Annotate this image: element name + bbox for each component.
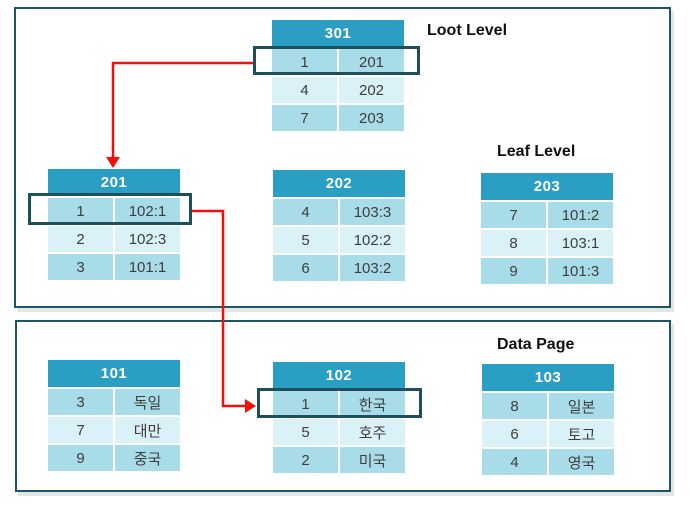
table-row: 4 202 bbox=[272, 75, 404, 103]
table-cell: 9 bbox=[509, 262, 518, 280]
table-cell: 102:3 bbox=[113, 226, 180, 252]
table-cell: 101:1 bbox=[113, 254, 180, 280]
table-row: 3 독일 bbox=[48, 387, 180, 415]
leaf-table-202: 202 4 103:3 5 102:2 6 103:2 bbox=[273, 170, 405, 281]
table-cell: 7 bbox=[300, 109, 309, 127]
leaf-table-203: 203 7 101:2 8 103:1 9 101:3 bbox=[481, 173, 613, 284]
table-cell: 일본 bbox=[547, 393, 614, 419]
table-cell: 103:3 bbox=[338, 199, 405, 225]
table-row: 5 102:2 bbox=[273, 225, 405, 253]
table-row: 6 토고 bbox=[482, 419, 614, 447]
table-cell: 201 bbox=[337, 49, 404, 75]
table-cell: 8 bbox=[509, 234, 518, 252]
table-cell: 7 bbox=[509, 206, 518, 224]
table-cell: 101:3 bbox=[546, 258, 613, 284]
table-row: 4 영국 bbox=[482, 447, 614, 475]
highlight-frame-201-row1 bbox=[28, 193, 192, 225]
table-row: 4 103:3 bbox=[273, 197, 405, 225]
table-cell: 한국 bbox=[338, 391, 405, 417]
leaf-level-label: Leaf Level bbox=[497, 143, 576, 160]
table-cell: 5 bbox=[301, 423, 310, 441]
table-header: 301 bbox=[272, 20, 404, 47]
table-cell: 토고 bbox=[547, 421, 614, 447]
leaf-table-201: 201 1 102:1 2 102:3 3 101:1 bbox=[48, 169, 180, 280]
table-cell: 영국 bbox=[547, 449, 614, 475]
table-row: 5 호주 bbox=[273, 417, 405, 445]
table-cell: 2 bbox=[301, 451, 310, 469]
table-cell: 1 bbox=[76, 202, 85, 220]
table-cell: 103:1 bbox=[546, 230, 613, 256]
table-cell: 103:2 bbox=[338, 255, 405, 281]
table-cell: 6 bbox=[301, 259, 310, 277]
table-cell: 중국 bbox=[113, 445, 180, 471]
table-row: 7 203 bbox=[272, 103, 404, 131]
table-cell: 호주 bbox=[338, 419, 405, 445]
table-cell: 9 bbox=[76, 449, 85, 467]
table-row: 8 일본 bbox=[482, 391, 614, 419]
table-row: 9 101:3 bbox=[481, 256, 613, 284]
highlight-frame-102-row1 bbox=[257, 388, 422, 418]
table-cell: 6 bbox=[510, 425, 519, 443]
table-header: 202 bbox=[273, 170, 405, 197]
data-table-101: 101 3 독일 7 대만 9 중국 bbox=[48, 360, 180, 471]
index-table-301: 301 1 201 4 202 7 203 bbox=[272, 20, 404, 131]
table-header: 201 bbox=[48, 169, 180, 196]
table-cell: 102:1 bbox=[113, 198, 180, 224]
table-cell: 203 bbox=[337, 105, 404, 131]
table-row: 7 101:2 bbox=[481, 200, 613, 228]
root-level-label: Loot Level bbox=[427, 22, 508, 39]
table-row: 9 중국 bbox=[48, 443, 180, 471]
data-page-label: Data Page bbox=[497, 336, 575, 353]
table-row: 2 102:3 bbox=[48, 224, 180, 252]
table-cell: 102:2 bbox=[338, 227, 405, 253]
table-row: 2 미국 bbox=[273, 445, 405, 473]
data-table-102: 102 1 한국 5 호주 2 미국 bbox=[273, 362, 405, 473]
table-row: 7 대만 bbox=[48, 415, 180, 443]
table-cell: 8 bbox=[510, 397, 519, 415]
table-row: 1 201 bbox=[272, 47, 404, 75]
table-cell: 101:2 bbox=[546, 202, 613, 228]
table-cell: 4 bbox=[300, 81, 309, 99]
table-header: 103 bbox=[482, 364, 614, 391]
table-cell: 5 bbox=[301, 231, 310, 249]
table-cell: 3 bbox=[76, 393, 85, 411]
table-cell: 1 bbox=[300, 53, 309, 71]
table-header: 203 bbox=[481, 173, 613, 200]
highlight-frame-301-row1 bbox=[253, 46, 420, 75]
table-cell: 3 bbox=[76, 258, 85, 276]
table-row: 8 103:1 bbox=[481, 228, 613, 256]
table-cell: 202 bbox=[337, 77, 404, 103]
table-cell: 2 bbox=[76, 230, 85, 248]
table-header: 102 bbox=[273, 362, 405, 389]
table-cell: 대만 bbox=[113, 417, 180, 443]
data-table-103: 103 8 일본 6 토고 4 영국 bbox=[482, 364, 614, 475]
table-row: 1 102:1 bbox=[48, 196, 180, 224]
table-cell: 4 bbox=[301, 203, 310, 221]
table-row: 6 103:2 bbox=[273, 253, 405, 281]
table-cell: 7 bbox=[76, 421, 85, 439]
table-row: 3 101:1 bbox=[48, 252, 180, 280]
table-header: 101 bbox=[48, 360, 180, 387]
table-cell: 4 bbox=[510, 453, 519, 471]
table-cell: 독일 bbox=[113, 389, 180, 415]
table-cell: 1 bbox=[301, 395, 310, 413]
table-cell: 미국 bbox=[338, 447, 405, 473]
